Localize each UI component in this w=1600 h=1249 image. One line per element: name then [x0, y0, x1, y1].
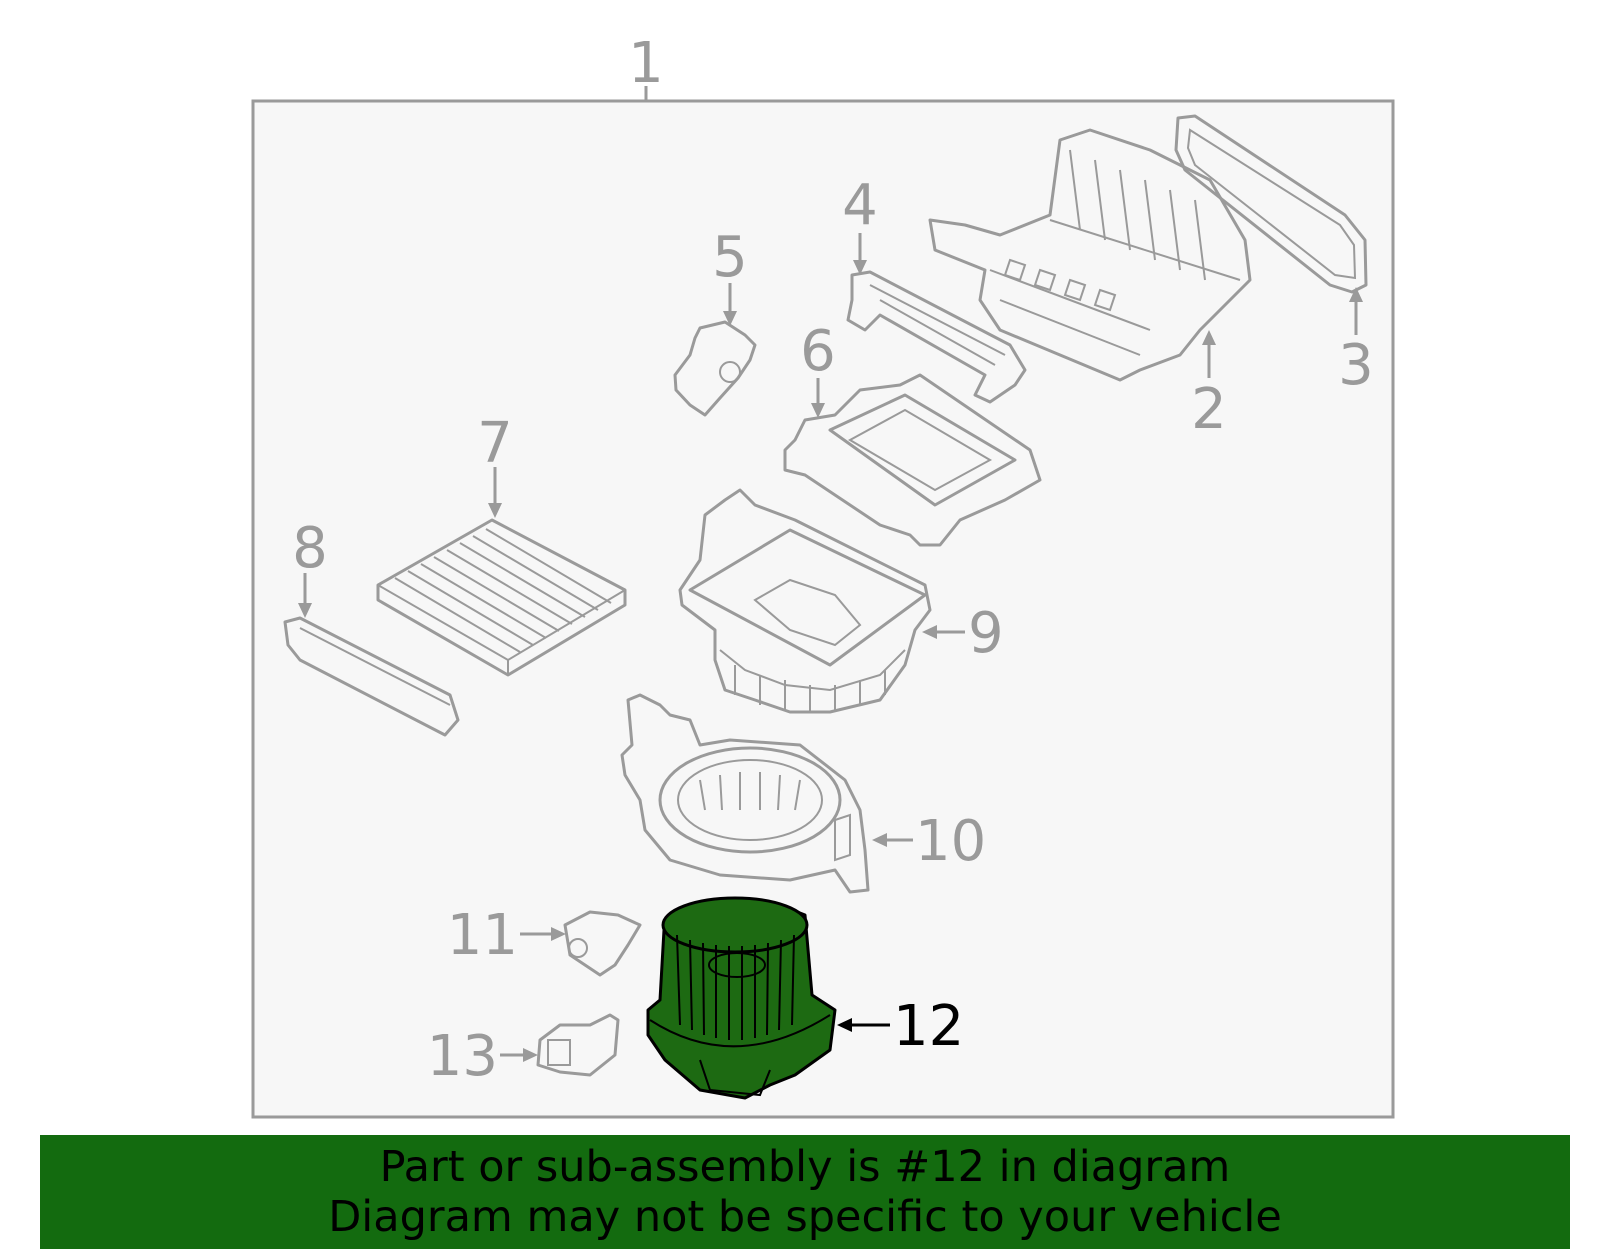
- callout-2: 2: [1191, 377, 1227, 442]
- callout-5: 5: [712, 225, 748, 290]
- part-13-resistor[interactable]: [536, 1013, 620, 1077]
- callout-4: 4: [842, 173, 878, 238]
- callout-3: 3: [1338, 333, 1374, 398]
- part-2-housing-upper[interactable]: [928, 128, 1252, 382]
- part-12-blower-motor[interactable]: [646, 896, 837, 1100]
- banner-line-2: Diagram may not be specific to your vehi…: [328, 1192, 1282, 1242]
- info-banner: Part or sub-assembly is #12 in diagram D…: [40, 1135, 1570, 1249]
- callout-9: 9: [968, 601, 1004, 666]
- part-8-filter-cover[interactable]: [283, 616, 460, 737]
- assembly-frame: [251, 99, 1395, 1119]
- callout-6: 6: [800, 319, 836, 384]
- callout-13: 13: [427, 1024, 498, 1089]
- callout-1: 1: [628, 31, 664, 96]
- callout-11: 11: [447, 903, 518, 968]
- callout-12: 12: [893, 994, 964, 1059]
- part-6-case[interactable]: [783, 373, 1042, 547]
- callout-7: 7: [477, 411, 513, 476]
- part-9-blower-case[interactable]: [678, 488, 932, 714]
- leader-lines: [298, 233, 1363, 1062]
- part-5-actuator[interactable]: [673, 320, 757, 417]
- part-11-sensor[interactable]: [563, 910, 642, 977]
- part-3-gasket[interactable]: [1174, 114, 1368, 294]
- part-4-bracket[interactable]: [846, 270, 1027, 404]
- banner-line-1: Part or sub-assembly is #12 in diagram: [379, 1142, 1231, 1192]
- part-10-blower-lower[interactable]: [620, 693, 870, 894]
- part-7-cabin-filter[interactable]: [376, 518, 627, 677]
- callout-10: 10: [915, 809, 986, 874]
- parts-diagram: 1 2 3 4 5 6 7 8 9 10 11 12 13: [251, 31, 1395, 1119]
- callout-8: 8: [292, 516, 328, 581]
